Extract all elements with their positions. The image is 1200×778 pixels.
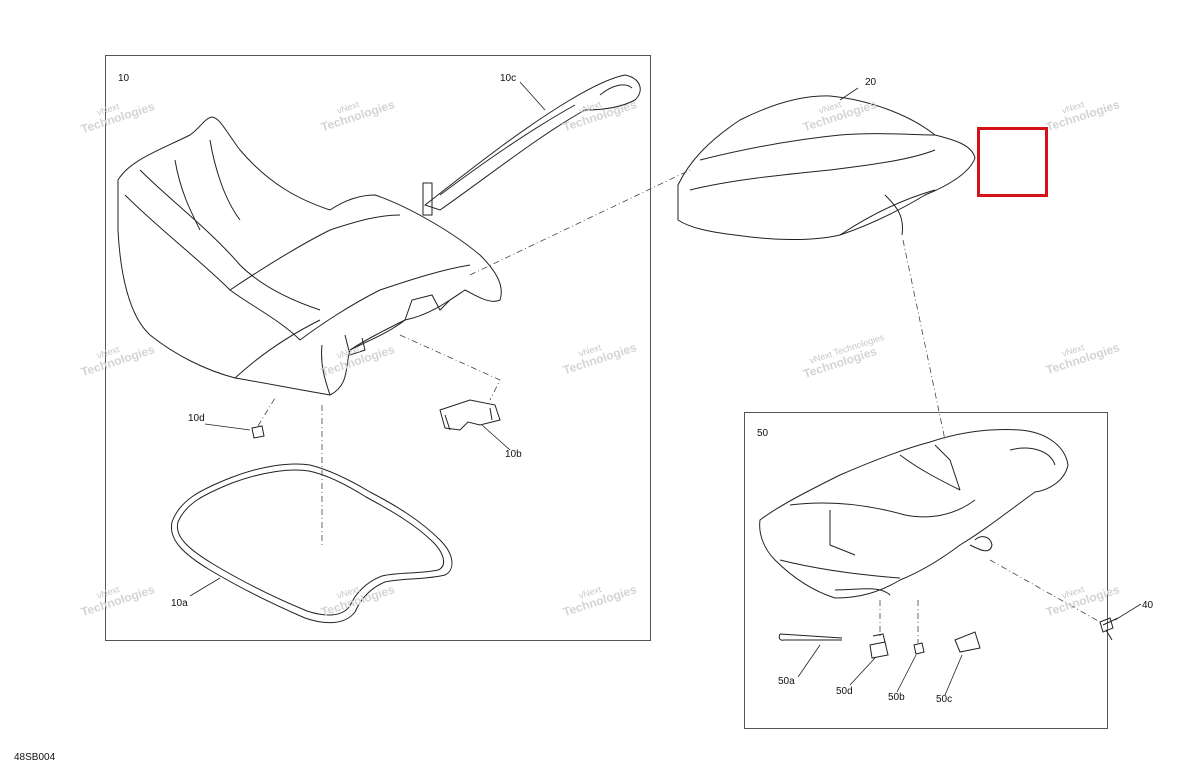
callout-50c[interactable]: 50c (936, 694, 953, 705)
latch-part-10b (439, 399, 501, 431)
selection-highlight-box[interactable] (977, 127, 1048, 197)
grommet-part-50d (869, 633, 889, 659)
callout-50d[interactable]: 50d (836, 686, 853, 697)
assembly-frame-10 (105, 55, 651, 641)
grab-handle-10c (422, 74, 641, 216)
storage-tub-50 (759, 429, 1069, 599)
nut-part-50b (913, 642, 925, 655)
seat-part-10 (117, 116, 502, 396)
callout-10[interactable]: 10 (118, 73, 130, 84)
seat-cowl-20 (677, 95, 976, 241)
callout-10b[interactable]: 10b (505, 449, 522, 460)
callout-10c[interactable]: 10c (500, 73, 517, 84)
assembly-frame-50 (744, 412, 1108, 729)
pin-part-50a (778, 633, 843, 641)
seal-part-10a (170, 463, 453, 624)
callout-10d[interactable]: 10d (188, 413, 205, 424)
callout-50[interactable]: 50 (757, 428, 769, 439)
callout-50a[interactable]: 50a (778, 676, 795, 687)
bracket-part-50c (954, 631, 981, 653)
callout-40[interactable]: 40 (1142, 600, 1154, 611)
fastener-10d (251, 425, 265, 439)
callout-50b[interactable]: 50b (888, 692, 905, 703)
callout-20[interactable]: 20 (865, 77, 877, 88)
drawing-code: 48SB004 (14, 752, 56, 763)
bolt-part-40 (1099, 617, 1119, 641)
callout-10a[interactable]: 10a (171, 598, 188, 609)
